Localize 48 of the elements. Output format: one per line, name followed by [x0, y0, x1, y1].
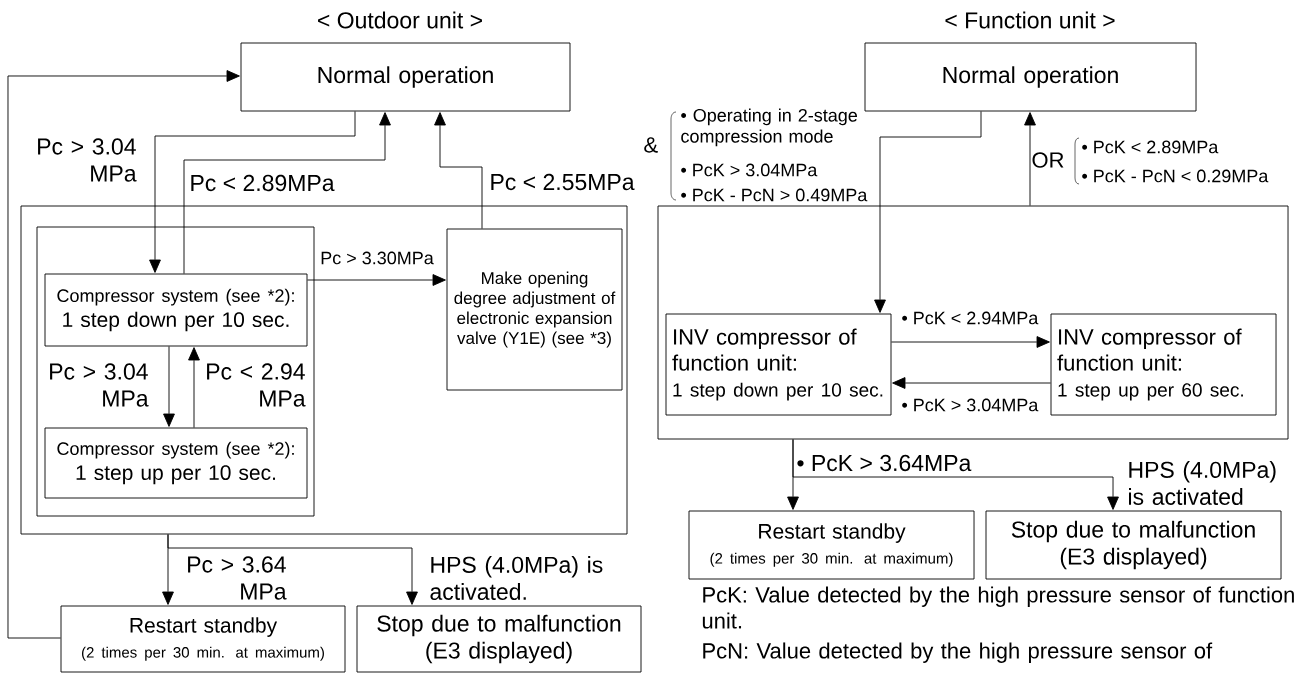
- edge-label: • PcK > 3.04MPa: [902, 398, 1039, 412]
- arrow: [891, 336, 1050, 348]
- condition-text: • Operating in 2-stage compression mode: [681, 108, 857, 147]
- arrow: [7, 70, 240, 639]
- process-box: Compressor system (see *2): 1 step down per 10 sec.: [44, 273, 308, 347]
- process-box: Compressor system (see *2): 1 step up per 10 sec.: [44, 427, 308, 499]
- process-box: Stop due to malfunction (E3 displayed): [985, 510, 1282, 580]
- edge-label: Pc < 2.55MPa: [491, 173, 635, 191]
- arrow: [874, 111, 982, 313]
- group-frame: [36, 226, 315, 517]
- edge-label: HPS (4.0MPa) is activated: [1129, 461, 1276, 505]
- condition-text: &: [644, 137, 658, 153]
- condition-text: • PcK - PcN < 0.29MPa: [1082, 169, 1269, 183]
- group-frame: [20, 205, 628, 535]
- arrow: [1024, 112, 1036, 206]
- note: PcN: Value detected by the high pressure sensor of: [703, 642, 1213, 663]
- condition-text: OR: [1032, 152, 1064, 168]
- edge-label: Pc < 2.94 MPa: [207, 363, 306, 407]
- process-box: Restart standby (2 times per 30 min. at maximum): [688, 510, 975, 580]
- arrow: [892, 377, 1051, 389]
- group-frame: [657, 205, 1289, 440]
- arrow: [149, 111, 356, 273]
- edge-label: Pc > 3.04 MPa: [38, 138, 137, 182]
- edge-label: Pc < 2.89MPa: [191, 174, 335, 192]
- arrow: [183, 112, 391, 274]
- arrow: [163, 346, 175, 427]
- edge-label: • PcK < 2.94MPa: [902, 311, 1039, 325]
- note: PcK: Value detected by the high pressure sensor of function unit.: [702, 586, 1294, 629]
- edge-label: Pc > 3.64 MPa: [188, 556, 287, 600]
- process-box: Make opening degree adjustment of electronic expansion valve (Y1E) (see *3): [446, 228, 623, 391]
- edge-label: Pc > 3.04 MPa: [50, 363, 149, 407]
- process-box: Restart standby (2 times per 30 min. at maximum): [60, 605, 346, 673]
- process-box: INV compressor of function unit: 1 step up per 60 sec.: [1050, 313, 1277, 416]
- arrow: [188, 347, 200, 428]
- edge-label: • PcK > 3.64MPa: [797, 454, 972, 472]
- condition-text: • PcK > 3.04MPa: [681, 163, 818, 177]
- process-box: Normal operation: [864, 42, 1197, 112]
- condition-text: • PcK < 2.89MPa: [1082, 140, 1219, 154]
- edge-label: Pc > 3.30MPa: [321, 251, 434, 265]
- arrow: [307, 274, 446, 286]
- process-box: Stop due to malfunction (E3 displayed): [356, 605, 642, 673]
- arrow: [434, 112, 483, 229]
- arrow: [792, 439, 1119, 510]
- edge-label: HPS (4.0MPa) is activated.: [430, 556, 603, 600]
- condition-text: • PcK - PcN > 0.49MPa: [681, 188, 868, 202]
- process-box: INV compressor of function unit: 1 step down per 10 sec.: [665, 313, 892, 416]
- process-box: Normal operation: [240, 42, 571, 112]
- arrow: [167, 534, 418, 605]
